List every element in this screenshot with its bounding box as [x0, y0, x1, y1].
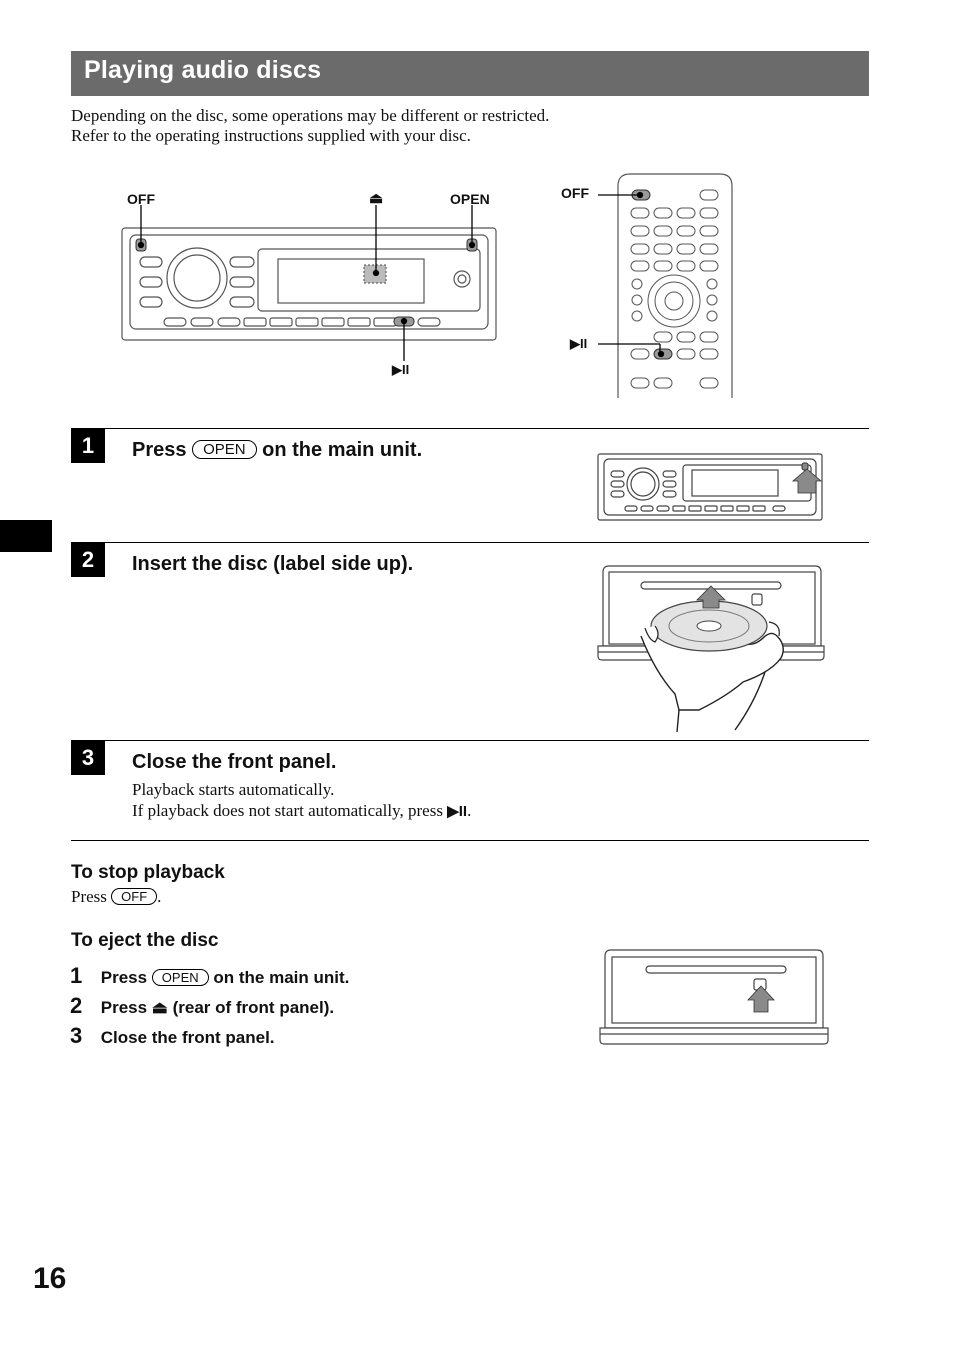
- eject-steps: 1 Press OPEN on the main unit. 2 Press ⏏…: [70, 961, 349, 1051]
- eject-step-number: 2: [70, 993, 83, 1018]
- play-pause-label: ▶II: [392, 362, 410, 377]
- stop-pre: Press: [71, 887, 107, 906]
- step-3-line-2: If playback does not start automatically…: [132, 800, 471, 822]
- divider: [71, 542, 869, 543]
- stop-post: .: [157, 887, 162, 906]
- eject-step-number: 1: [70, 963, 83, 988]
- step-1-illustration: [597, 453, 823, 521]
- step-number-2: 2: [71, 543, 105, 577]
- remote-diagram: [598, 173, 733, 398]
- eject-step-1-pre: Press: [100, 968, 148, 987]
- intro-text: Depending on the disc, some operations m…: [71, 106, 549, 146]
- eject-step-number: 3: [70, 1023, 83, 1048]
- step-2-title: Insert the disc (label side up).: [132, 553, 414, 575]
- step-1-title: Press OPEN on the main unit.: [132, 439, 422, 462]
- off-label: OFF: [127, 191, 155, 207]
- step-1-post: on the main unit.: [262, 439, 423, 461]
- eject-step-2-pre: Press: [100, 998, 148, 1017]
- remote-off-label: OFF: [561, 185, 589, 201]
- eject-step-2-post: (rear of front panel).: [172, 998, 335, 1017]
- eject-icon: ⏏: [151, 998, 168, 1017]
- open-label: OPEN: [450, 191, 490, 207]
- step-1-pre: Press: [132, 439, 187, 461]
- intro-line-1: Depending on the disc, some operations m…: [71, 106, 550, 125]
- step-3-line-2-end: .: [467, 801, 472, 820]
- intro-line-2: Refer to the operating instructions supp…: [71, 126, 471, 145]
- play-pause-symbol: ▶II: [447, 803, 468, 820]
- step-number-1: 1: [71, 429, 105, 463]
- page-number: 16: [33, 1262, 67, 1295]
- main-unit-diagram: [121, 205, 497, 361]
- section-tab: [0, 520, 52, 552]
- divider: [71, 840, 869, 841]
- page-title: Playing audio discs: [84, 56, 322, 84]
- title-bar: [71, 51, 869, 96]
- remote-play-pause-label: ▶II: [570, 336, 588, 351]
- eject-illustration: [599, 949, 829, 1045]
- step-3-line-2-text: If playback does not start automatically…: [132, 801, 443, 820]
- eject-step-3-text: Close the front panel.: [100, 1028, 275, 1047]
- open-button-ref: OPEN: [192, 440, 257, 459]
- step-3-title: Close the front panel.: [132, 751, 337, 773]
- eject-step-1-post: on the main unit.: [213, 968, 350, 987]
- eject-step-1: 1 Press OPEN on the main unit.: [70, 961, 349, 991]
- stop-playback-heading: To stop playback: [71, 862, 225, 883]
- step-3-line-1: Playback starts automatically.: [132, 780, 335, 799]
- eject-symbol-label: ⏏: [369, 190, 384, 207]
- divider: [71, 428, 869, 429]
- divider: [71, 740, 869, 741]
- eject-step-3: 3 Close the front panel.: [70, 1021, 349, 1051]
- off-button-ref: OFF: [111, 888, 158, 905]
- eject-heading: To eject the disc: [71, 930, 219, 951]
- stop-playback-text: Press OFF.: [71, 886, 161, 907]
- eject-step-2: 2 Press ⏏ (rear of front panel).: [70, 991, 349, 1021]
- step-2-illustration: [597, 565, 825, 732]
- step-3-body: Playback starts automatically. If playba…: [132, 779, 471, 822]
- step-number-3: 3: [71, 741, 105, 775]
- open-button-ref: OPEN: [151, 969, 209, 986]
